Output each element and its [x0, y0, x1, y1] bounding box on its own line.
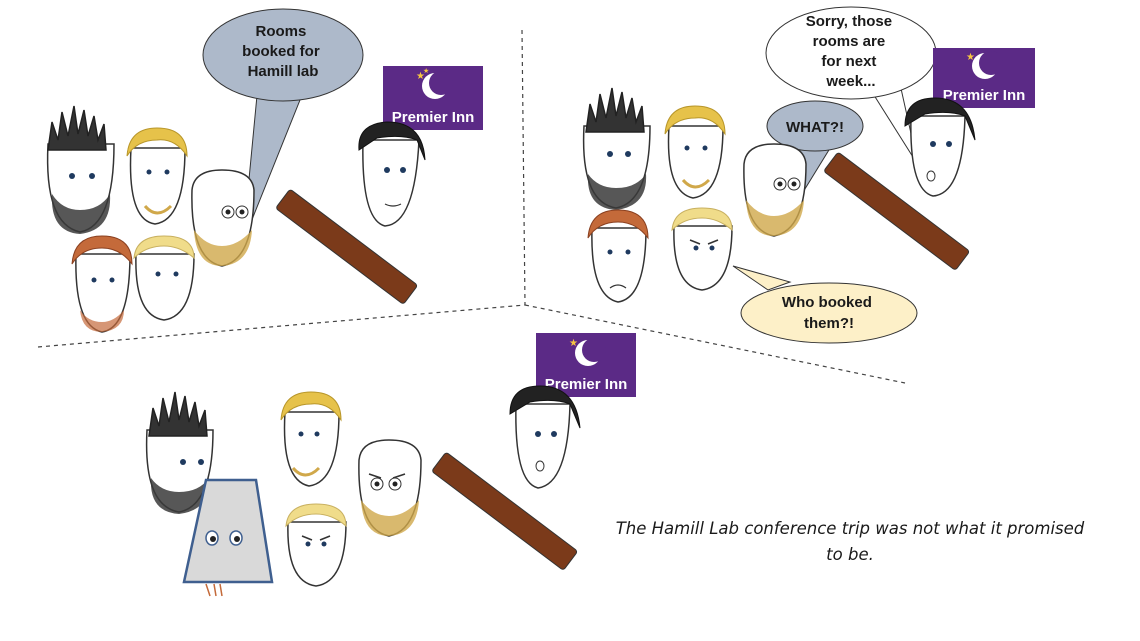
character-blond — [664, 105, 726, 199]
caption-text: The Hamill Lab conference trip was not w… — [615, 519, 1085, 564]
character-pale-blond — [671, 207, 733, 291]
bubble-line: Hamill lab — [248, 63, 319, 80]
svg-text:Sorry, those rooms are: Sorry, those rooms are for next week... — [806, 13, 897, 90]
star-icon: ★ — [569, 338, 578, 349]
bubble-line: for next — [821, 53, 876, 70]
star-icon: ★ — [423, 67, 429, 75]
receptionist-face — [509, 385, 581, 489]
bubble-line: booked for — [242, 43, 320, 60]
bubble-line: Who booked — [782, 294, 872, 311]
svg-text:Who booked them?!: Who booked them?! — [782, 294, 876, 332]
hiding-shield — [182, 478, 274, 597]
panel-3: ★ Premier Inn — [145, 333, 636, 597]
reception-desk — [276, 189, 418, 304]
star-icon: ★ — [966, 52, 975, 63]
reception-desk — [824, 152, 970, 270]
panel-1: Rooms booked for Hamill lab ★ ★ Premier … — [46, 8, 483, 333]
bubble-line: week... — [825, 73, 875, 90]
bubble-line: Sorry, those — [806, 13, 892, 30]
speech-bubble-who-booked: Who booked them?! — [732, 265, 918, 344]
character-ginger — [71, 235, 133, 333]
speech-bubble-rooms-booked: Rooms booked for Hamill lab — [202, 8, 364, 243]
speech-bubble-sorry: Sorry, those rooms are for next week... — [765, 6, 937, 166]
panel-2: Sorry, those rooms are for next week... … — [582, 6, 1035, 344]
receptionist-face — [904, 97, 976, 197]
premier-inn-logo: ★ ★ Premier Inn — [383, 66, 483, 130]
logo-text: Premier Inn — [392, 109, 475, 126]
bubble-line: them?! — [804, 315, 854, 332]
character-spiky-hair — [46, 105, 115, 234]
logo-text: Premier Inn — [545, 376, 628, 393]
bubble-line: rooms are — [813, 33, 886, 50]
star-icon: ★ — [416, 71, 425, 82]
character-spiky-hair — [145, 391, 214, 514]
character-ginger — [587, 209, 649, 303]
character-bald-glasses — [191, 169, 255, 267]
bubble-line: Rooms — [255, 23, 306, 40]
character-blond — [126, 127, 188, 225]
bubble-line: WHAT?! — [786, 119, 844, 136]
character-spiky-hair — [582, 87, 651, 210]
premier-inn-logo: ★ Premier Inn — [933, 48, 1035, 108]
reception-desk — [432, 452, 578, 570]
panel-dividers — [37, 29, 906, 384]
svg-text:Rooms booked for: Rooms booked for Hamill lab — [242, 23, 324, 80]
logo-text: Premier Inn — [943, 87, 1026, 104]
character-bald-glasses — [358, 439, 422, 537]
receptionist-face — [358, 121, 426, 227]
character-pale-blond — [285, 503, 347, 587]
character-pale-blond — [133, 235, 195, 321]
character-bald-glasses — [743, 143, 807, 237]
premier-inn-logo: ★ Premier Inn — [536, 333, 636, 397]
character-blond — [280, 391, 342, 487]
